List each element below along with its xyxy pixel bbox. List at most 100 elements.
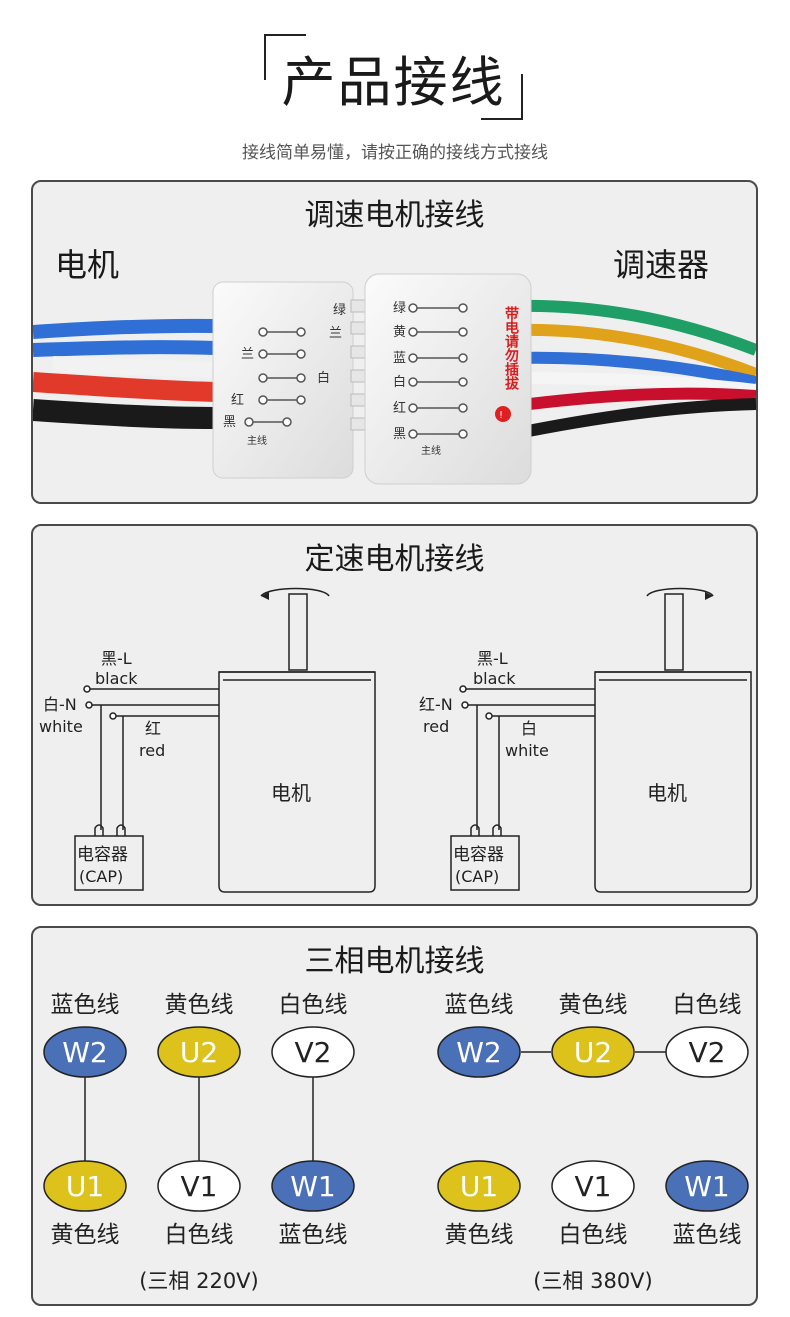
left-terminal-v2 (271, 1026, 355, 1078)
left-wire-red-en: red (139, 741, 165, 760)
right-top-label-2: 黄色线 (559, 992, 628, 1018)
left-wire-black-en: black (95, 669, 138, 688)
three-phase-diagrams: 蓝色线 黄色线 白色线 W2 U2 V2 U1 V1 W1 黄色线 白色线 蓝色… (43, 992, 749, 1293)
controller-wire-yellow (512, 323, 756, 380)
fixed-motor-panel: 定速电机接线 (31, 524, 758, 906)
right-terminal-w2 (437, 1026, 521, 1078)
motor-wire-white (52, 356, 216, 378)
warning-text: 带电请勿插拔 (503, 306, 520, 391)
right-wire-red-label: 红-N (419, 695, 453, 714)
left-top-label-2: 黄色线 (165, 992, 234, 1018)
left-terminal-u1 (43, 1160, 127, 1212)
controller-wire-red (512, 387, 756, 412)
motor-wire-blue-2 (33, 340, 216, 357)
right-caption: (三相 380V) (533, 1269, 653, 1293)
left-terminal-w2 (43, 1026, 127, 1078)
controller-conn-label-2: 黄 (393, 325, 406, 340)
left-terminal-v1 (157, 1160, 241, 1212)
controller-wire-black (511, 398, 756, 440)
right-capacitor-label: 电容器 (453, 845, 504, 865)
right-top-label-3: 白色线 (673, 992, 742, 1018)
right-motor-body (594, 671, 752, 893)
right-wire-white-en: white (505, 741, 549, 760)
left-bottom-label-1: 黄色线 (51, 1222, 120, 1248)
right-terminal-v1 (551, 1160, 635, 1212)
page-subtitle: 接线简单易懂，请按正确的接线方式接线 (242, 143, 548, 163)
right-rotation-arrow (646, 587, 714, 597)
right-wire-black-label: 黑-L (477, 649, 508, 668)
left-top-label-3: 白色线 (279, 992, 348, 1018)
right-top-label-1: 蓝色线 (445, 992, 514, 1018)
controller-connector (364, 273, 532, 485)
left-capacitor (74, 835, 144, 891)
speed-motor-panel: 调速电机接线 电机 调速器 (31, 180, 758, 504)
right-terminal-w2-text: W2 (456, 1036, 502, 1069)
motor-conn-label-1: 绿 (333, 303, 346, 318)
right-terminal-v2-text: V2 (689, 1036, 726, 1069)
right-terminal-v1-text: V1 (575, 1170, 612, 1203)
controller-conn-label-6: 黑 (393, 427, 406, 442)
right-capacitor (450, 835, 520, 891)
left-caption: (三相 220V) (139, 1269, 259, 1293)
left-terminal-v2-text: V2 (295, 1036, 332, 1069)
frame-corner-bottom-right (481, 74, 523, 120)
controller-wires (511, 299, 756, 440)
right-terminal-u2 (551, 1026, 635, 1078)
page-title-frame: 产品接线 (264, 34, 523, 120)
left-terminal-u1-text: U1 (66, 1170, 104, 1203)
motor-conn-label-3: 兰 (241, 347, 254, 362)
motor-label: 电机 (55, 246, 120, 284)
motor-conn-label-main: 主线 (247, 434, 267, 447)
motor-wire-red (33, 372, 216, 402)
left-wire-red-label: 红 (145, 719, 161, 738)
controller-wire-blue (512, 351, 756, 388)
left-capacitor-label: 电容器 (77, 845, 128, 865)
left-wire-white-en: white (39, 717, 83, 736)
left-terminal-u2-text: U2 (180, 1036, 218, 1069)
right-terminal-w1 (665, 1160, 749, 1212)
left-terminal-v1-text: V1 (181, 1170, 218, 1203)
speed-motor-title: 调速电机接线 (304, 198, 485, 233)
right-terminal-u1 (437, 1160, 521, 1212)
right-wire-white-label: 白 (521, 719, 537, 738)
controller-conn-label-3: 蓝 (393, 351, 406, 366)
controller-conn-label-4: 白 (393, 374, 406, 390)
motor-wire-blue-1 (33, 318, 216, 339)
right-motor-label: 电机 (647, 781, 687, 805)
connector-photo: 绿 兰 兰 白 红 黑 主线 绿 黄 蓝 白 红 黑 主线 ! (33, 273, 756, 485)
left-top-label-1: 蓝色线 (51, 992, 120, 1018)
right-terminal-u2-text: U2 (574, 1036, 612, 1069)
left-wire-white-label: 白-N (43, 695, 77, 714)
controller-conn-label-5: 红 (393, 400, 406, 416)
motor-conn-label-4: 白 (317, 370, 330, 386)
motor-conn-label-2: 兰 (329, 326, 342, 341)
controller-label: 调速器 (613, 246, 710, 284)
right-arrow-head (705, 592, 713, 600)
page-title: 产品接线 (281, 50, 506, 114)
motor-wires (33, 318, 216, 429)
right-wire-black-en: black (473, 669, 516, 688)
motor-conn-label-6: 黑 (223, 415, 236, 430)
warning-icon-glyph: ! (499, 410, 503, 421)
motor-connector (212, 281, 354, 479)
three-phase-panel: 三相电机接线 蓝色线 黄色线 白色线 W2 U2 V2 U1 V1 W1 黄色线… (31, 926, 758, 1306)
right-terminal-v2 (665, 1026, 749, 1078)
controller-wire-green (512, 299, 756, 356)
left-motor-label: 电机 (271, 781, 311, 805)
right-bottom-label-1: 黄色线 (445, 1222, 514, 1248)
right-wire-red-en: red (423, 717, 449, 736)
left-capacitor-en: (CAP) (79, 867, 123, 886)
controller-conn-label-1: 绿 (393, 301, 406, 316)
left-terminal-w1-text: W1 (290, 1170, 336, 1203)
left-motor-shaft (288, 593, 308, 671)
left-arrow-head (261, 592, 269, 600)
three-phase-title: 三相电机接线 (304, 944, 485, 979)
left-rotation-arrow (260, 587, 330, 597)
right-terminal-w1-text: W1 (684, 1170, 730, 1203)
right-capacitor-en: (CAP) (455, 867, 499, 886)
motor-conn-label-5: 红 (231, 392, 244, 408)
right-terminal-u1-text: U1 (460, 1170, 498, 1203)
right-bottom-label-3: 蓝色线 (673, 1222, 742, 1248)
right-motor-shaft (664, 593, 684, 671)
fixed-motor-title: 定速电机接线 (304, 542, 485, 577)
